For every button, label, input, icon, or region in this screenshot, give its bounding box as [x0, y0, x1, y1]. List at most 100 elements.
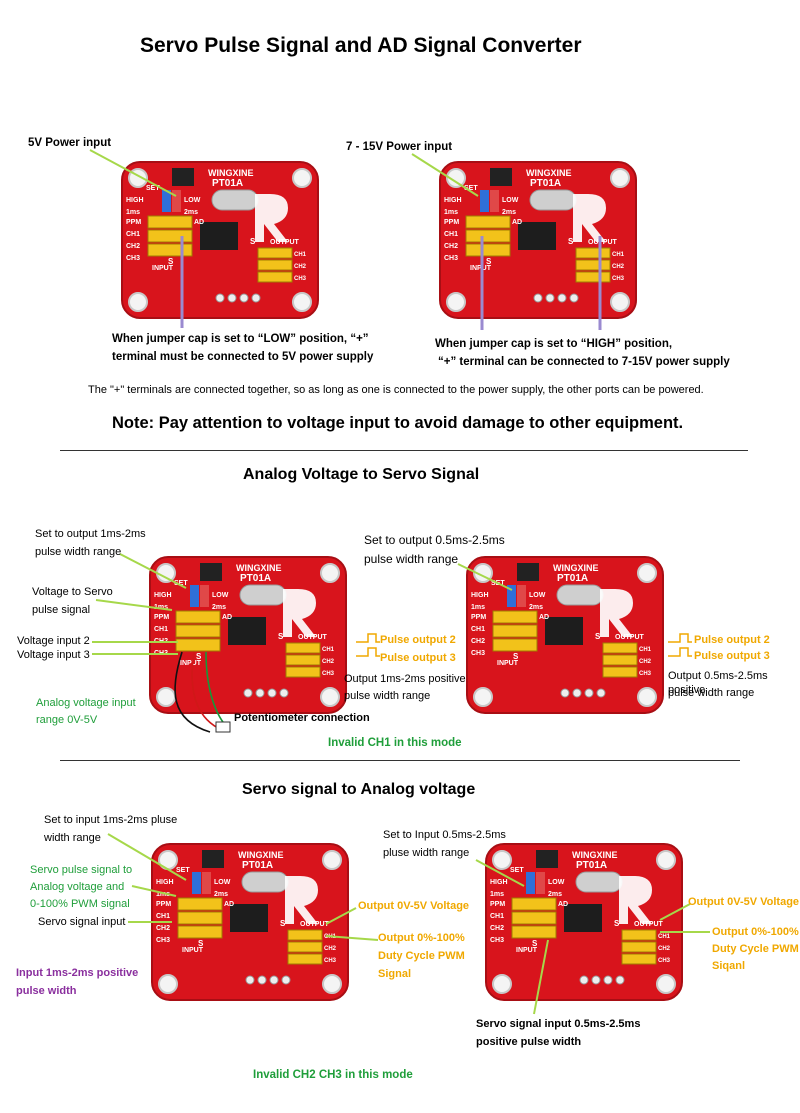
board-silkscreen-label: OUTPUT [615, 634, 645, 641]
board-silkscreen-label: WINGXINE [553, 563, 599, 573]
board-silkscreen-label: 2ms [548, 891, 562, 898]
s2-voltage-to-servo-line2: pulse signal [32, 604, 91, 616]
board-silkscreen-label: PPM [444, 219, 459, 226]
board-silkscreen-label: HIGH [444, 197, 462, 204]
board-silkscreen-label: S [568, 237, 574, 246]
board-silkscreen-label: S [198, 939, 204, 948]
s3-right-signal-input-line2: positive pulse width [476, 1036, 582, 1048]
board-silkscreen-label: CH3 [658, 958, 671, 964]
s3-input-width-line2: pulse width [16, 985, 77, 997]
s3-right-output-pwm-line1: Output 0%-100% [712, 926, 799, 938]
board-silkscreen-label: CH2 [156, 925, 170, 932]
s3-left-output-v: Output 0V-5V Voltage [358, 900, 470, 912]
s3-left-set-line2: width range [44, 832, 101, 844]
section3-heading: Servo signal to Analog voltage [242, 781, 476, 798]
s2-voltage-to-servo-line1: Voltage to Servo [32, 586, 113, 598]
board-silkscreen-label: CH3 [324, 958, 337, 964]
s2-voltage-input-3: Voltage input 3 [17, 649, 90, 661]
section1-pointers [89, 149, 602, 330]
board-silkscreen-label: S [250, 237, 256, 246]
page-title: Servo Pulse Signal and AD Signal Convert… [140, 34, 582, 57]
board-silkscreen-label: AD [512, 219, 522, 226]
board-silkscreen-label: CH1 [294, 252, 307, 258]
board-silkscreen-label: CH3 [294, 276, 307, 282]
board-silkscreen-label: SET [146, 185, 160, 192]
s2-left-output-note-line2: pulse width range [344, 690, 431, 702]
board-silkscreen-label: OUTPUT [270, 239, 300, 246]
board-graphic: WINGXINE PT01A SET HIGH LOW 1ms 2ms PPM … [121, 161, 319, 319]
board-silkscreen-label: S [196, 652, 202, 661]
s3-right-output-v: Output 0V-5V Voltage [688, 896, 800, 908]
board-silkscreen-label: OUTPUT [634, 921, 664, 928]
board-silkscreen-label: PT01A [242, 860, 273, 871]
high-note-line2: “+” terminal can be connected to 7-15V p… [438, 356, 730, 368]
s2-right-set-line1: Set to output 0.5ms-2.5ms [364, 533, 505, 547]
board-silkscreen-label: PPM [490, 901, 505, 908]
section2-pointers [92, 553, 692, 733]
low-note-line1: When jumper cap is set to “LOW” position… [112, 333, 369, 345]
board-graphic: WINGXINE PT01A SET HIGH LOW 1ms 2ms PPM … [466, 556, 664, 714]
board-graphic: WINGXINE PT01A SET HIGH LOW 1ms 2ms PPM … [149, 556, 347, 714]
warning-note: Note: Pay attention to voltage input to … [112, 414, 684, 432]
board-silkscreen-label: HIGH [490, 879, 508, 886]
board-silkscreen-label: PT01A [576, 860, 607, 871]
board-silkscreen-label: SET [464, 185, 478, 192]
board-silkscreen-label: 1ms [154, 604, 168, 611]
board-silkscreen-label: INPUT [516, 947, 538, 954]
board-silkscreen-label: 2ms [184, 209, 198, 216]
board-silkscreen-label: PPM [126, 219, 141, 226]
board-silkscreen-label: HIGH [156, 879, 174, 886]
board-silkscreen-label: CH3 [612, 276, 625, 282]
board-silkscreen-label: LOW [212, 592, 229, 599]
board-servo-05ms: WINGXINE PT01A SET HIGH LOW 1ms 2ms PPM … [484, 842, 684, 1002]
board-silkscreen-label: CH2 [126, 243, 140, 250]
board-silkscreen-label: INPUT [180, 660, 202, 667]
board-silkscreen-label: CH1 [612, 252, 625, 258]
board-servo-1ms: WINGXINE PT01A SET HIGH LOW 1ms 2ms PPM … [150, 842, 350, 1002]
s3-left-output-pwm-line2: Duty Cycle PWM [378, 950, 465, 962]
board-silkscreen-label: 2ms [502, 209, 516, 216]
board-silkscreen-label: LOW [529, 592, 546, 599]
board-silkscreen-label: S [614, 919, 620, 928]
terminals-note: The "+" terminals are connected together… [88, 384, 704, 396]
board-silkscreen-label: SET [174, 580, 188, 587]
s2-right-pulse-output-2: Pulse output 2 [694, 634, 770, 646]
board-silkscreen-label: CH1 [471, 626, 485, 633]
board-silkscreen-label: SET [510, 867, 524, 874]
s2-invalid-note: Invalid CH1 in this mode [328, 737, 462, 749]
board-silkscreen-label: 2ms [214, 891, 228, 898]
board-silkscreen-label: INPUT [497, 660, 519, 667]
board-silkscreen-label: S [486, 257, 492, 266]
board-silkscreen-label: 1ms [490, 891, 504, 898]
board-silkscreen-label: S [168, 257, 174, 266]
board-silkscreen-label: PT01A [557, 573, 588, 584]
board-silkscreen-label: CH1 [126, 231, 140, 238]
s3-left-output-pwm-line3: Signal [378, 968, 412, 980]
s2-left-pulse-output-2: Pulse output 2 [380, 634, 456, 646]
board-silkscreen-label: HIGH [126, 197, 144, 204]
s2-potentiometer: Potentiometer connection [234, 712, 370, 724]
s2-right-set-line2: pulse width range [364, 552, 459, 566]
board-silkscreen-label: SET [176, 867, 190, 874]
board-high: WINGXINE PT01A SET HIGH LOW 1ms 2ms PPM … [438, 160, 638, 320]
s2-left-set-line2: pulse width range [35, 546, 122, 558]
board-silkscreen-label: CH1 [444, 231, 458, 238]
s3-left-set-line1: Set to input 1ms-2ms pluse [44, 814, 178, 826]
board-silkscreen-label: PPM [471, 614, 486, 621]
s2-left-set-line1: Set to output 1ms-2ms [35, 528, 146, 540]
board-silkscreen-label: WINGXINE [238, 850, 284, 860]
board-silkscreen-label: CH3 [444, 255, 458, 262]
s2-voltage-input-2: Voltage input 2 [17, 635, 90, 647]
board-silkscreen-label: WINGXINE [208, 168, 254, 178]
board-silkscreen-label: S [280, 919, 286, 928]
board-silkscreen-label: OUTPUT [588, 239, 618, 246]
low-note-line2: terminal must be connected to 5V power s… [112, 351, 374, 363]
board-silkscreen-label: CH3 [639, 671, 652, 677]
board-silkscreen-label: LOW [214, 879, 231, 886]
s3-servo-signal-input: Servo signal input [38, 916, 126, 928]
board-silkscreen-label: AD [194, 219, 204, 226]
board-silkscreen-label: PT01A [530, 178, 561, 189]
board-silkscreen-label: OUTPUT [298, 634, 328, 641]
board-silkscreen-label: HIGH [471, 592, 489, 599]
s2-right-output-note-line1: Output 0.5ms-2.5ms positive [668, 670, 768, 696]
